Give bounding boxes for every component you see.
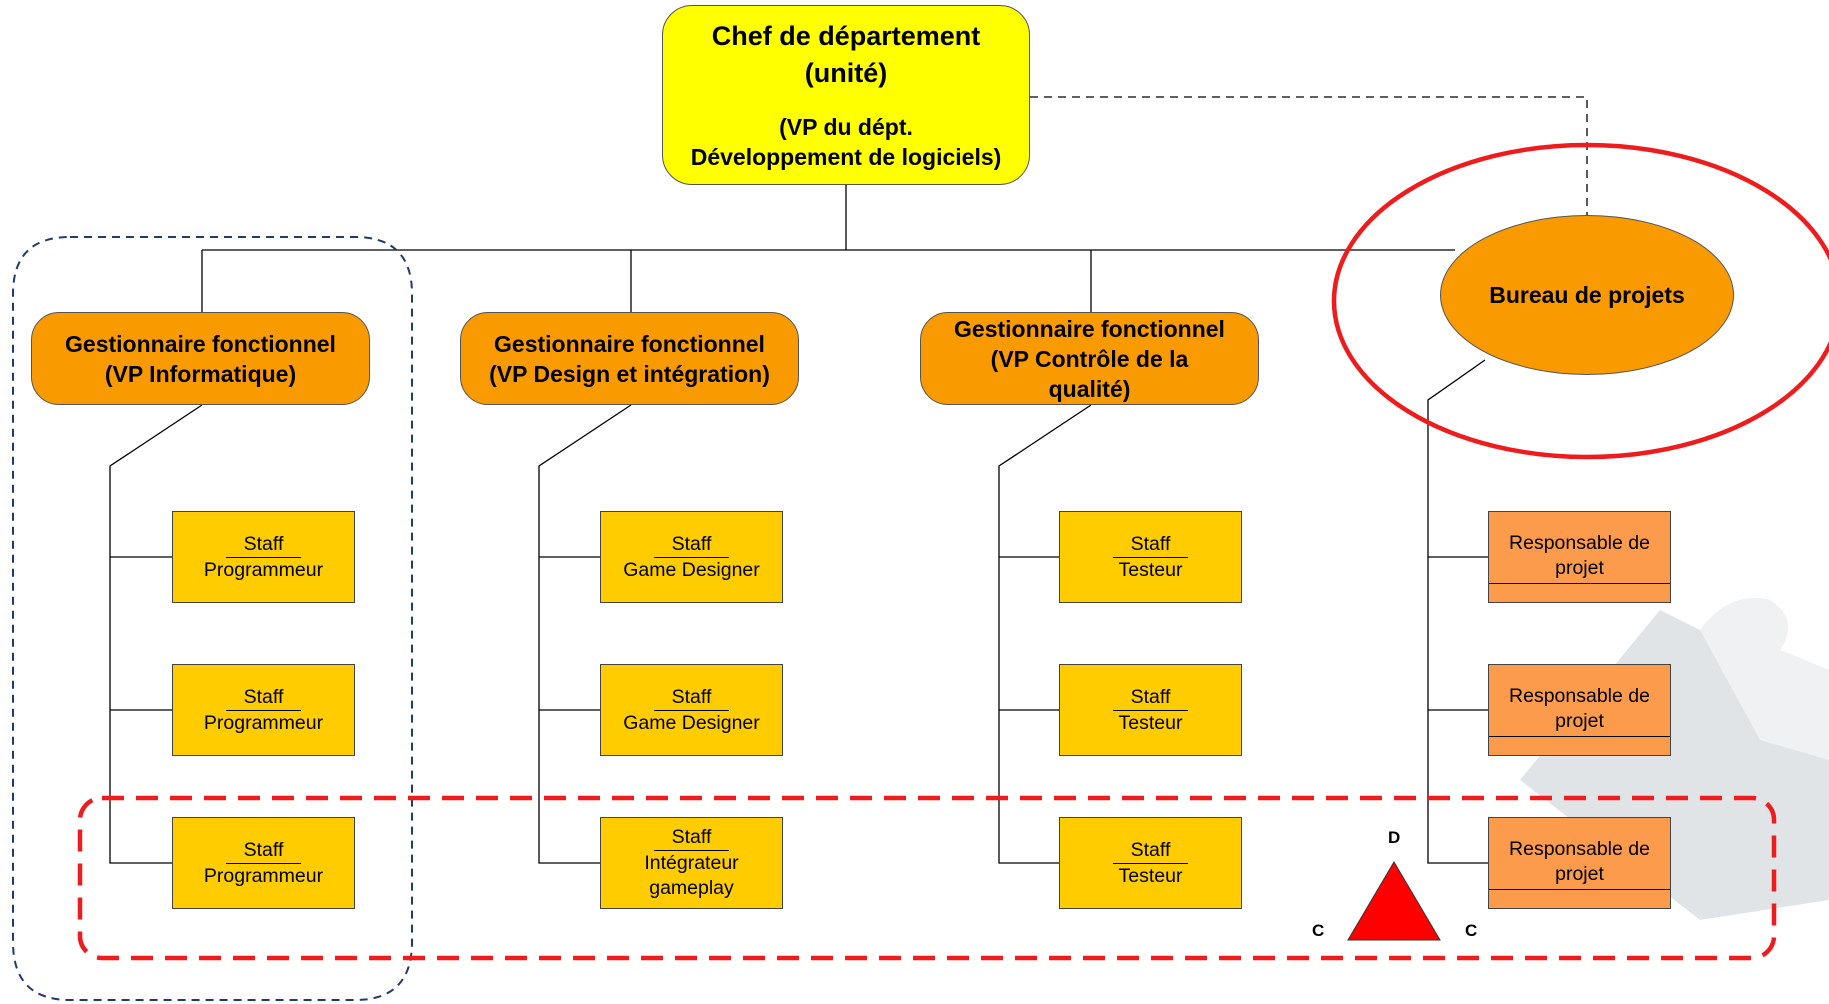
staff-title: Staff [653,532,730,558]
manager-it-vp: (VP Informatique) [104,360,297,387]
manager-design[interactable]: Gestionnaire fonctionnel (VP Design et i… [460,312,799,405]
staff-box[interactable]: Staff Testeur [1059,511,1242,603]
staff-box[interactable]: Staff Game Designer [600,664,783,756]
project-office-label: Bureau de projets [1489,281,1685,308]
manager-it-title: Gestionnaire fonctionnel [65,330,336,357]
chief-unit: (unité) [804,58,888,88]
staff-box[interactable]: Staff Programmeur [172,664,355,756]
staff-role: Game Designer [623,711,760,734]
staff-title: Staff [1112,532,1189,558]
chief-title: Chef de département [711,21,981,51]
project-manager-box[interactable]: Responsable de projet [1488,511,1671,603]
project-manager-label: Responsable de projet [1489,837,1670,890]
staff-title: Staff [653,685,730,711]
chief-vp-line: (VP du dépt. [779,114,913,140]
triangle-icon [1347,861,1441,941]
manager-quality-title: Gestionnaire fonctionnel [954,315,1225,342]
staff-role: Testeur [1118,864,1183,887]
staff-role: Testeur [1118,711,1183,734]
manager-quality-vp-cont: qualité) [1048,375,1131,402]
chief-dept-line: Développement de logiciels) [690,144,1002,170]
staff-title: Staff [225,685,302,711]
staff-role: Programmeur [203,864,324,887]
chief-to-pmo-dashed-link [1030,96,1588,215]
staff-title: Staff [1112,838,1189,864]
project-manager-box[interactable]: Responsable de projet [1488,817,1671,909]
staff-title: Staff [225,532,302,558]
chief-node[interactable]: Chef de département (unité) (VP du dépt.… [662,5,1030,185]
manager-quality-vp: (VP Contrôle de la [990,345,1189,372]
bottom-row-red-dashed-region [77,795,1777,961]
staff-box[interactable]: Staff Programmeur [172,817,355,909]
manager-design-title: Gestionnaire fonctionnel [494,330,765,357]
staff-title: Staff [1112,685,1189,711]
project-office-node[interactable]: Bureau de projets [1440,215,1734,375]
staff-role: Programmeur [203,711,324,734]
staff-role: Game Designer [623,558,760,581]
staff-box[interactable]: Staff Programmeur [172,511,355,603]
staff-title: Staff [653,825,730,851]
manager-it[interactable]: Gestionnaire fonctionnel (VP Informatiqu… [31,312,370,405]
pmo-highlight-ellipse [1331,142,1829,460]
connector-lines [109,185,1488,864]
staff-box[interactable]: Staff Game Designer [600,511,783,603]
project-manager-box[interactable]: Responsable de projet [1488,664,1671,756]
manager-quality[interactable]: Gestionnaire fonctionnel (VP Contrôle de… [920,312,1259,405]
triangle-top-label: D [1388,828,1401,847]
project-manager-label: Responsable de projet [1489,684,1670,737]
staff-box[interactable]: Staff Intégrateur gameplay [600,817,783,909]
triangle-right-label: C [1465,921,1478,940]
staff-role: Programmeur [203,558,324,581]
staff-box[interactable]: Staff Testeur [1059,817,1242,909]
project-manager-label: Responsable de projet [1489,531,1670,584]
staff-role: Intégrateur gameplay [644,852,739,899]
manager-design-vp: (VP Design et intégration) [489,360,770,387]
triangle-left-label: C [1312,921,1325,940]
staff-box[interactable]: Staff Testeur [1059,664,1242,756]
staff-role: Testeur [1118,558,1183,581]
staff-title: Staff [225,838,302,864]
